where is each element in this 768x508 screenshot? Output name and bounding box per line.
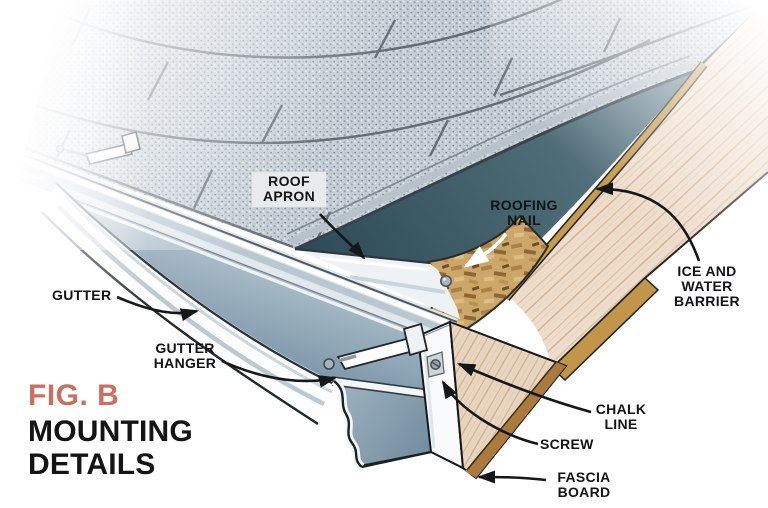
callout-arrows xyxy=(116,182,701,484)
subfascia-end xyxy=(550,276,660,382)
chalk-line-arrow xyxy=(457,362,592,414)
roof-apron-label: ROOF APRON xyxy=(252,172,326,208)
roofing-nail-arrow xyxy=(463,232,508,268)
fascia-board-assembly xyxy=(416,320,568,480)
figure-number: FIG. B xyxy=(28,379,120,412)
gutter-end-section xyxy=(331,376,439,471)
gutter-hanger-label: GUTTER HANGER xyxy=(153,340,217,372)
gutter-label: GUTTER xyxy=(52,287,112,303)
screw-arrow xyxy=(441,380,539,446)
screw-label: SCREW xyxy=(540,436,594,452)
fascia-board-arrow xyxy=(476,470,547,484)
roof-apron-arrow xyxy=(319,213,366,260)
gutter-hanger-arrow xyxy=(221,359,338,388)
chalk-line-label: CHALK LINE xyxy=(595,401,647,433)
gutter-hanger-front xyxy=(323,322,429,371)
gutter-arrow xyxy=(116,295,200,322)
roofing-nail xyxy=(439,274,452,287)
roofing-nail-label: ROOFING NAIL xyxy=(490,197,558,229)
fascia-board-label: FASCIA BOARD xyxy=(557,469,611,501)
fascia-edge xyxy=(465,362,566,478)
ice-water-barrier-arrow xyxy=(594,182,701,262)
figure-title: MOUNTING DETAILS xyxy=(28,415,193,481)
ice-water-barrier-label: ICE AND WATER BARRIER xyxy=(674,263,740,310)
